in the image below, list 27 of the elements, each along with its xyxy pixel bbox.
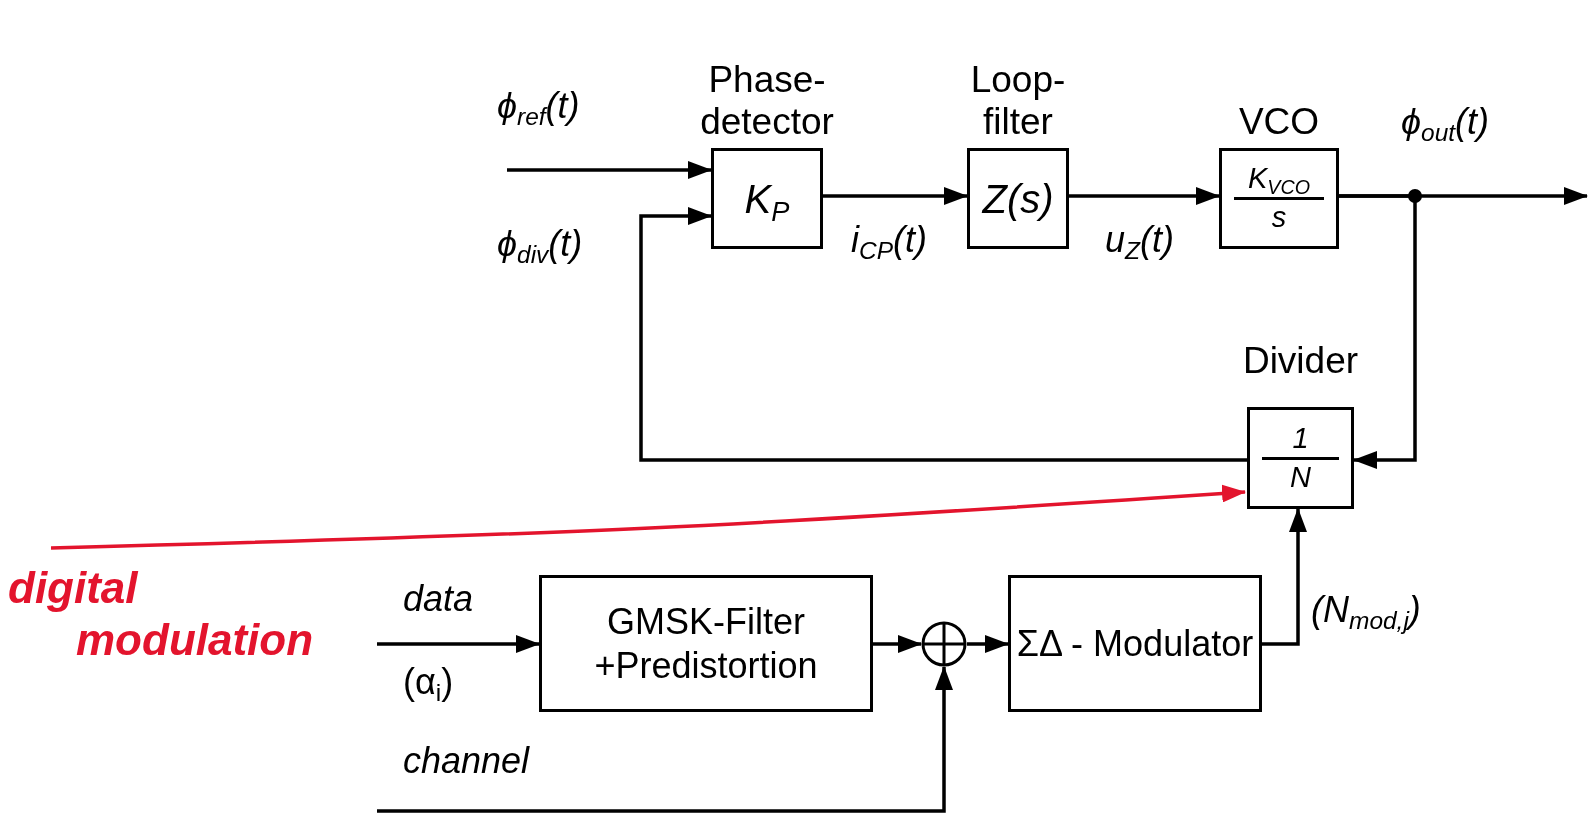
arrow [1262,508,1307,646]
arrow [873,635,922,653]
annotation-text: digital modulation [8,548,348,666]
arrow [967,635,1009,653]
arrow [377,666,953,813]
block-box [539,575,873,712]
arrow [377,635,540,653]
block-heading: VCO [1237,101,1321,143]
block-heading: Phase- detector [699,59,835,143]
block-symbol: K$_{P}$ [744,176,790,221]
arrow [639,207,1247,462]
fraction-denominator: N [1290,461,1311,494]
fraction-numerator: K$_{VCO}$ [1247,163,1310,195]
summing-junction [921,621,967,667]
block-box [1008,575,1262,712]
block-symbol: Z(s) [982,176,1054,221]
arrow [1339,194,1417,469]
arrow [50,484,1246,550]
block-label: ΣΔ - Modulator [1016,621,1254,666]
block-heading: Loop- filter [969,59,1067,143]
block-label: GMSK-Filter +Predistortion [593,599,819,688]
fraction-numerator: 1 [1292,422,1309,455]
fraction-denominator: s [1271,202,1287,234]
block-heading: Divider [1241,340,1360,382]
arrow [507,161,712,179]
arrow [1069,187,1220,205]
arrow [823,187,968,205]
